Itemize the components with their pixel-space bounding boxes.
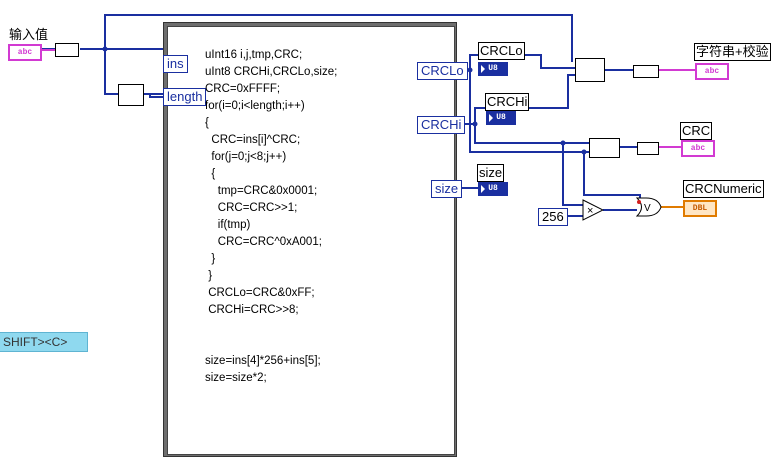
crc-numeric-type-tag: DBL	[692, 204, 708, 213]
code-line: size=ins[4]*256+ins[5];	[205, 355, 321, 367]
crchi-label: CRCHi	[485, 93, 530, 111]
crclo-indicator[interactable]: U8	[478, 62, 508, 76]
crc-type-tag: abc	[690, 144, 706, 153]
crc-indicator[interactable]: abc	[681, 140, 715, 157]
or-gate-icon[interactable]: V	[636, 197, 662, 217]
string-check-indicator[interactable]: abc	[695, 63, 729, 80]
code-line: CRC=ins[i]^CRC;	[205, 134, 301, 146]
code-line: }	[205, 270, 213, 282]
code-line: CRCHi=CRC>>8;	[205, 304, 299, 316]
code-line: CRC=CRC>>1;	[205, 202, 298, 214]
input-label: 输入值	[8, 27, 50, 43]
code-line: {	[205, 117, 209, 129]
string-check-label: 字符串+校验	[694, 43, 771, 61]
svg-text:V: V	[644, 203, 651, 214]
crchi-type-tag: U8	[496, 113, 506, 122]
code-line: size=size*2;	[205, 372, 267, 384]
crc-numeric-label: CRCNumeric	[683, 180, 764, 198]
build-array-icon[interactable]	[589, 138, 620, 158]
bytes-to-string-icon-2[interactable]	[637, 142, 659, 155]
formula-code[interactable]: uInt16 i,j,tmp,CRC; uInt8 CRCHi,CRCLo,siz…	[205, 30, 337, 404]
code-line: CRCLo=CRC&0xFF;	[205, 287, 315, 299]
code-line	[205, 336, 337, 353]
crclo-type-tag: U8	[488, 64, 498, 73]
formula-input-ins[interactable]: ins	[163, 55, 188, 73]
multiply-icon[interactable]: ×	[582, 199, 604, 221]
concatenate-strings-icon[interactable]	[575, 58, 605, 82]
code-line: {	[205, 168, 216, 180]
code-line	[205, 319, 337, 336]
formula-output-crchi[interactable]: CRCHi	[417, 116, 466, 134]
formula-output-size[interactable]: size	[431, 180, 463, 198]
crc-numeric-indicator[interactable]: DBL	[683, 200, 717, 217]
bytes-to-string-icon[interactable]	[633, 65, 659, 78]
code-line: uInt16 i,j,tmp,CRC;	[205, 49, 303, 61]
size-label: size	[477, 164, 505, 182]
code-line: CRC=CRC^0xA001;	[205, 236, 322, 248]
size-type-tag: U8	[488, 184, 498, 193]
shift-hint: SHIFT><C>	[0, 332, 88, 352]
code-line: for(j=0;j<8;j++)	[205, 151, 287, 163]
input-string-control[interactable]: abc	[8, 44, 42, 61]
formula-input-length[interactable]: length	[163, 88, 207, 106]
string-check-type-tag: abc	[704, 67, 720, 76]
formula-node-body[interactable]	[167, 26, 455, 455]
code-line: for(i=0;i<length;i++)	[205, 100, 305, 112]
code-line: if(tmp)	[205, 219, 251, 231]
crc-label: CRC	[680, 122, 713, 140]
crclo-label: CRCLo	[478, 42, 525, 60]
code-line: }	[205, 253, 216, 265]
crchi-indicator[interactable]: U8	[486, 111, 516, 125]
size-indicator[interactable]: U8	[478, 182, 508, 196]
svg-text:×: ×	[587, 205, 593, 217]
array-size-icon[interactable]	[118, 84, 144, 106]
code-line: tmp=CRC&0x0001;	[205, 185, 318, 197]
code-line: CRC=0xFFFF;	[205, 83, 281, 95]
formula-output-crclo[interactable]: CRCLo	[417, 62, 468, 80]
input-type-tag: abc	[17, 48, 33, 57]
code-line: uInt8 CRCHi,CRCLo,size;	[205, 66, 338, 78]
string-to-bytes-icon[interactable]	[55, 43, 79, 57]
constant-256[interactable]: 256	[538, 208, 568, 226]
formula-node[interactable]	[163, 22, 457, 457]
